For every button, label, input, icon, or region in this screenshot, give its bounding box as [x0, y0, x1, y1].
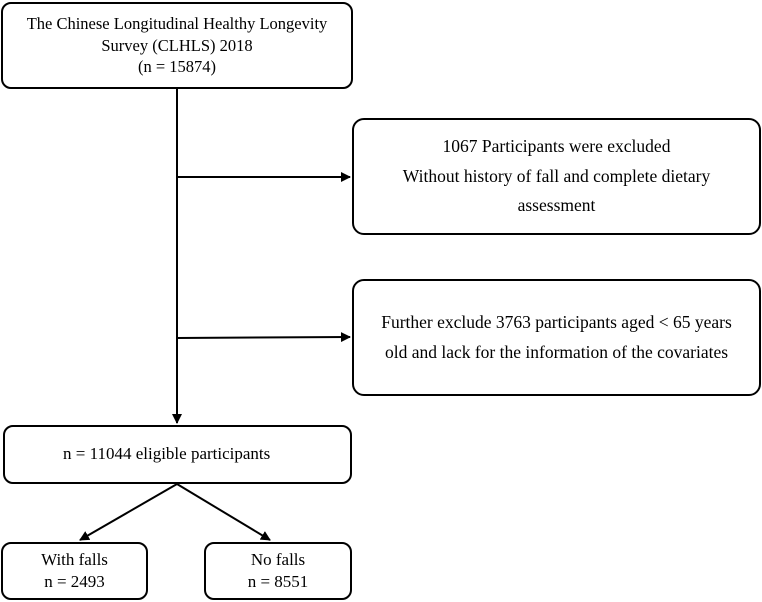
split-arrow-no-falls — [176, 483, 271, 541]
exclusion-1-line-1: 1067 Participants were excluded — [442, 135, 671, 156]
source-survey-box: The Chinese Longitudinal Healthy Longevi… — [1, 2, 353, 89]
with-falls-label: With falls — [41, 549, 108, 569]
split-arrow-with-falls — [79, 483, 178, 541]
exclusion-2-line-1: Further exclude 3763 participants aged <… — [381, 311, 732, 332]
eligible-participants-box: n = 11044 eligible participants — [3, 425, 352, 484]
eligible-line-1: n = 11044 eligible participants — [63, 444, 271, 464]
source-line-2: Survey (CLHLS) 2018 — [101, 35, 253, 55]
with-falls-count: n = 2493 — [44, 572, 105, 591]
with-falls-box: With falls n = 2493 — [1, 542, 148, 600]
no-falls-box: No falls n = 8551 — [204, 542, 352, 600]
exclusion-1-line-2: Without history of fall and complete die… — [402, 165, 711, 186]
source-line-3: (n = 15874) — [137, 57, 217, 77]
no-falls-count: n = 8551 — [247, 572, 309, 591]
exclusion-2-box: Further exclude 3763 participants aged <… — [352, 279, 761, 396]
no-falls-label: No falls — [250, 549, 306, 569]
exclusion-1-box: 1067 Participants were excluded Without … — [352, 118, 761, 235]
exclusion-2-arrow — [176, 332, 351, 343]
source-line-1: The Chinese Longitudinal Healthy Longevi… — [26, 14, 328, 34]
exclusion-2-line-2: old and lack for the information of the … — [384, 341, 729, 362]
exclusion-1-line-3: assessment — [517, 195, 596, 216]
